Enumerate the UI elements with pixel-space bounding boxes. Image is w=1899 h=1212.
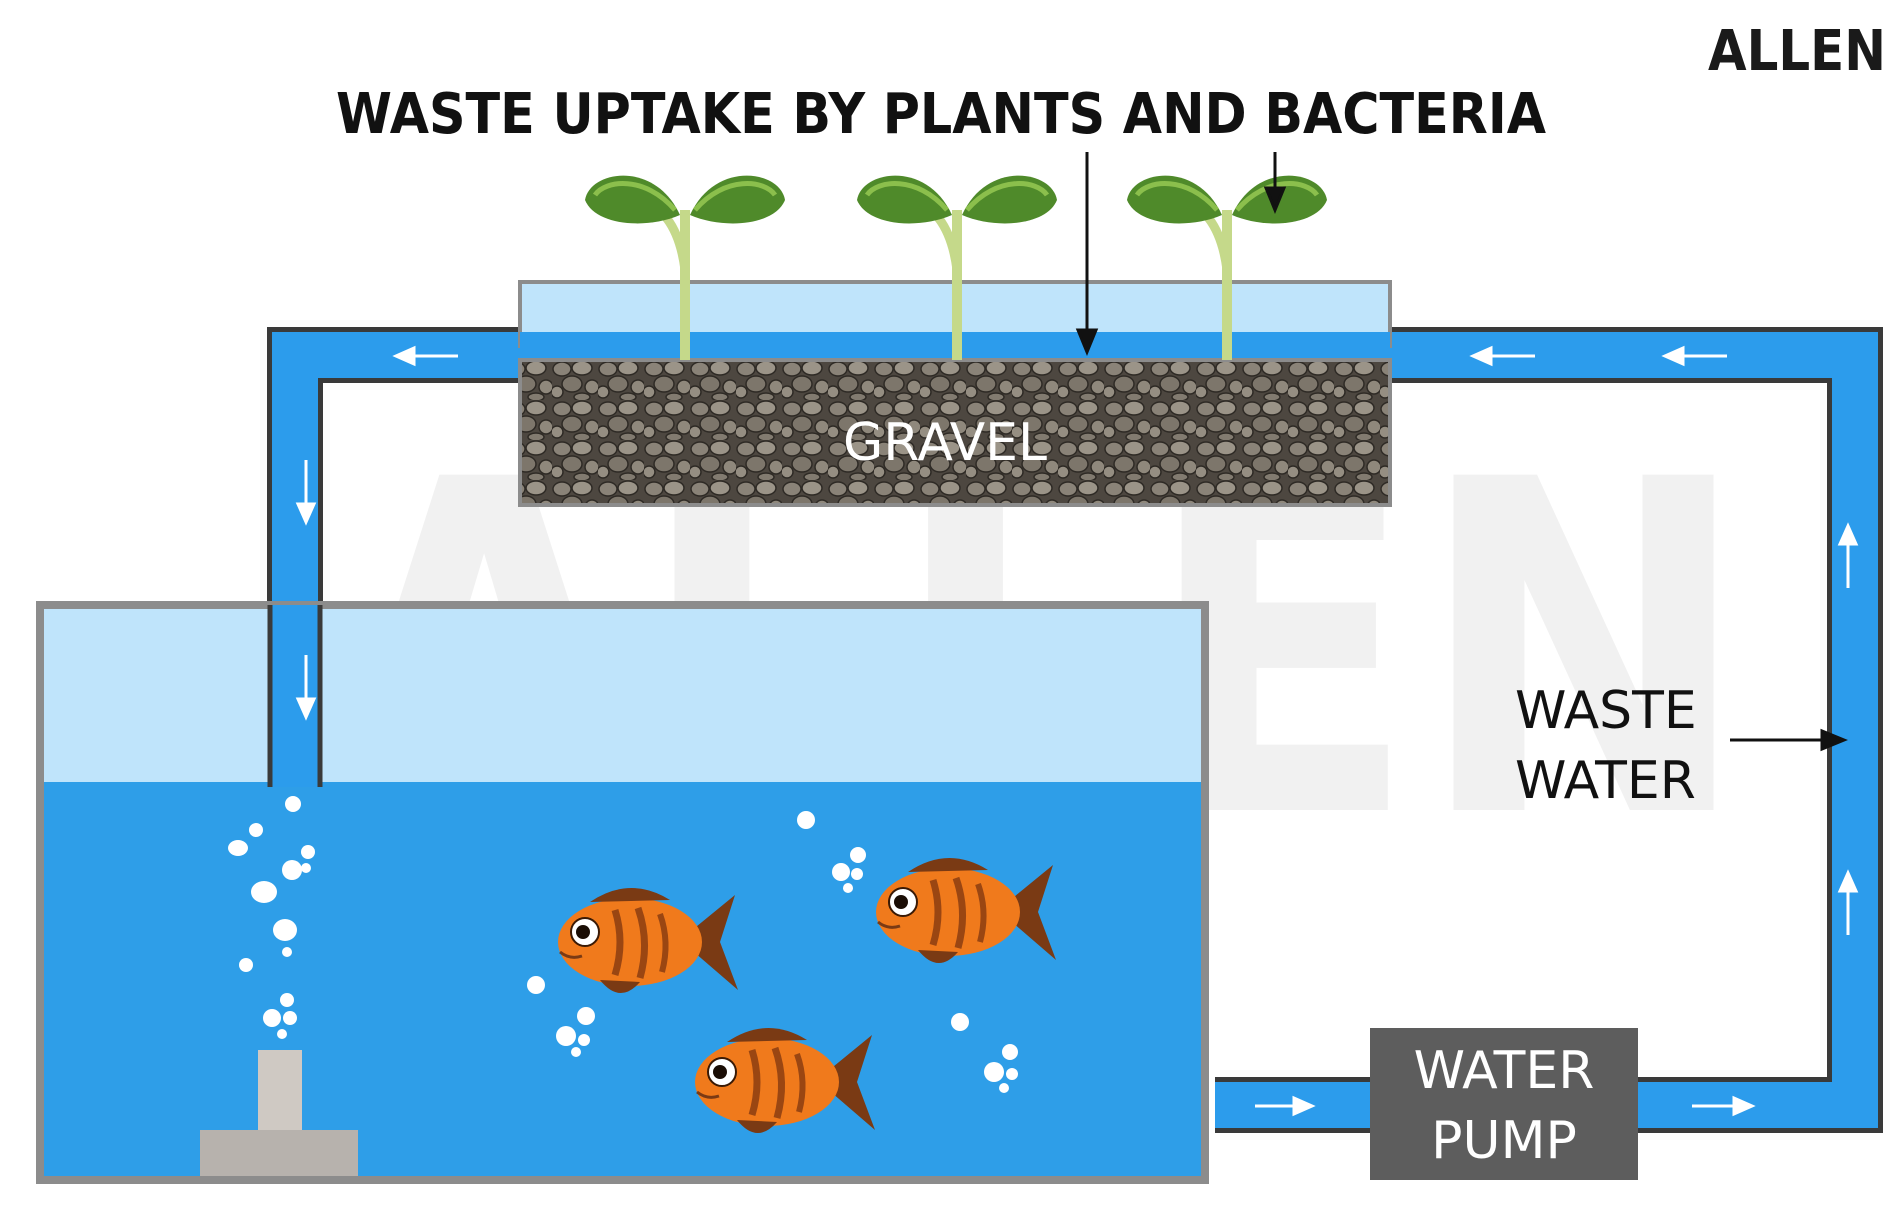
gravel-label: GRAVEL — [843, 413, 1047, 473]
flow-arrow-right-icon — [1255, 1095, 1316, 1117]
waste-water-pointer-arrow — [1730, 728, 1848, 752]
waste-water-label-line1: WASTE — [1515, 681, 1697, 741]
water-pump: WATER PUMP — [1370, 1028, 1638, 1180]
flow-arrow-down-icon — [295, 655, 317, 721]
flow-arrow-left-icon — [1469, 345, 1535, 367]
gravel-bed — [518, 358, 1392, 507]
waste-water-label-line2: WATER — [1515, 751, 1696, 811]
water-pipe-loop — [267, 327, 1883, 1133]
flow-arrows — [295, 345, 1859, 1117]
flow-arrow-left-icon — [1661, 345, 1727, 367]
title-pointer-arrows — [1075, 152, 1287, 356]
flow-arrow-right-icon — [1692, 1095, 1756, 1117]
allen-logo: ALLEN — [1708, 19, 1886, 84]
title-label: WASTE UPTAKE BY PLANTS AND BACTERIA — [336, 82, 1547, 147]
flow-arrow-up-icon — [1837, 869, 1859, 935]
water-pump-label-line2: PUMP — [1431, 1111, 1577, 1171]
air-stone — [200, 1050, 358, 1176]
air-bubbles — [228, 796, 1018, 1093]
flow-arrow-left-icon — [392, 345, 458, 367]
flow-arrow-down-icon — [295, 460, 317, 526]
flow-arrow-up-icon — [1837, 522, 1859, 588]
water-pump-label-line1: WATER — [1414, 1041, 1595, 1101]
